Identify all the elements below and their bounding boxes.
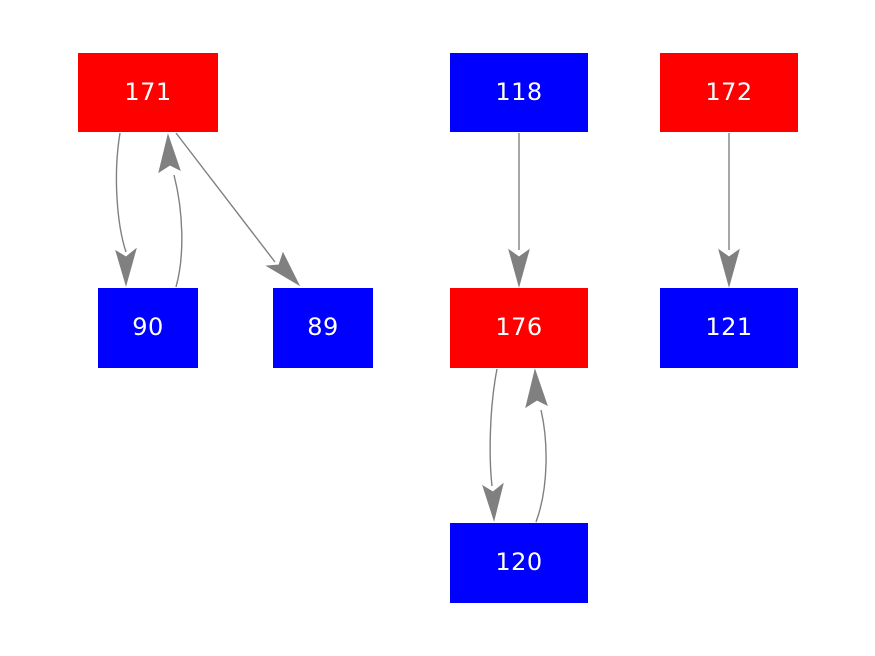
edge-118-to-176 bbox=[508, 133, 530, 288]
graph-node-176[interactable]: 176 bbox=[450, 288, 588, 368]
graph-node-90[interactable]: 90 bbox=[98, 288, 198, 368]
graph-node-172[interactable]: 172 bbox=[660, 53, 798, 132]
graph-node-120[interactable]: 120 bbox=[450, 523, 588, 603]
edge-172-to-121 bbox=[718, 133, 740, 288]
node-label: 176 bbox=[495, 313, 543, 341]
edge-176-to-120 bbox=[482, 368, 504, 522]
node-label: 90 bbox=[132, 313, 164, 341]
edge-120-to-176 bbox=[525, 368, 548, 523]
edge-171-to-89 bbox=[175, 132, 301, 287]
node-label: 118 bbox=[495, 77, 543, 106]
edge-171-to-90 bbox=[115, 132, 137, 287]
node-label: 89 bbox=[307, 313, 339, 341]
graph-node-89[interactable]: 89 bbox=[273, 288, 373, 368]
graph-node-121[interactable]: 121 bbox=[660, 288, 798, 368]
node-label: 120 bbox=[495, 548, 543, 576]
node-label: 121 bbox=[705, 313, 753, 341]
graph-node-118[interactable]: 118 bbox=[450, 53, 588, 132]
edge-90-to-171 bbox=[158, 133, 183, 288]
node-label: 172 bbox=[705, 77, 753, 106]
node-label: 171 bbox=[124, 77, 172, 106]
graph-node-171[interactable]: 171 bbox=[78, 53, 218, 132]
